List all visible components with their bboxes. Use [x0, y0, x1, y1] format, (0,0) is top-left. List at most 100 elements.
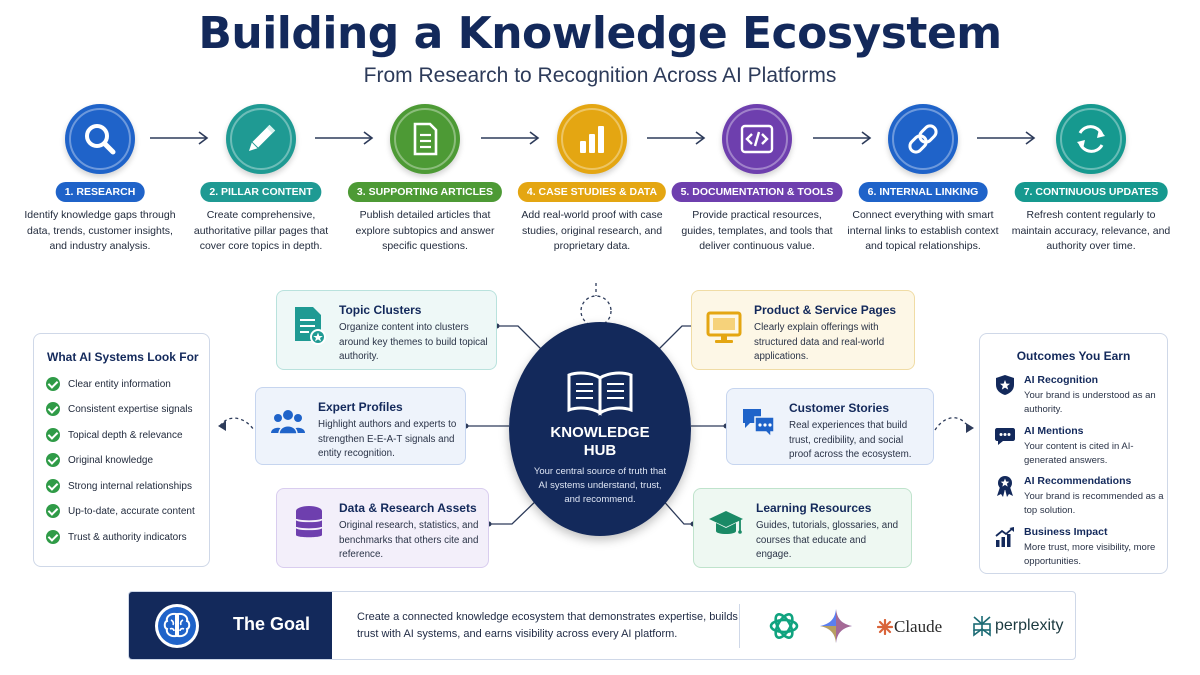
- card-topic-clusters: Topic Clusters Organize content into clu…: [276, 290, 497, 370]
- arrow-right-icon: [481, 131, 540, 145]
- step-description: Connect everything with smart internal l…: [847, 209, 999, 252]
- chat-bubbles-icon: [743, 409, 775, 439]
- outcome-title: Business Impact: [1024, 526, 1108, 538]
- outcome-description: Your content is cited in AI-generated an…: [1024, 441, 1134, 466]
- goal-text: Create a connected knowledge ecosystem t…: [357, 611, 738, 640]
- checklist-text: Trust & authority indicators: [68, 531, 187, 543]
- code-icon: [722, 104, 792, 174]
- card-title: Topic Clusters: [339, 303, 422, 317]
- outcome-title: AI Mentions: [1024, 425, 1084, 437]
- perplexity-logo-icon: [973, 616, 991, 637]
- card-title: Learning Resources: [756, 501, 872, 515]
- goal-banner: The Goal Create a connected knowledge ec…: [128, 591, 1076, 660]
- card-title: Customer Stories: [789, 401, 890, 415]
- panel-what-ai-looks-for: What AI Systems Look For Clear entity in…: [33, 333, 210, 567]
- monitor-icon: [706, 311, 742, 343]
- card-title: Expert Profiles: [318, 400, 403, 414]
- checklist-text: Clear entity information: [68, 378, 171, 390]
- outcome-description: More trust, more visibility, more opport…: [1024, 542, 1156, 567]
- card-description: Organize content into clusters around ke…: [339, 322, 488, 362]
- people-group-icon: [271, 410, 305, 435]
- check-icon: [46, 428, 60, 442]
- step-label: 4. CASE STUDIES & DATA: [517, 182, 667, 202]
- arrow-right-icon: [813, 131, 872, 145]
- checklist-item: Strong internal relationships: [46, 478, 192, 494]
- database-icon: [295, 506, 323, 538]
- card-description: Real experiences that build trust, credi…: [789, 420, 912, 460]
- page-subtitle: From Research to Recognition Across AI P…: [363, 64, 837, 87]
- checklist-text: Consistent expertise signals: [68, 403, 193, 415]
- step-description: Add real-world proof with case studies, …: [521, 209, 663, 252]
- outcome-description: Your brand is understood as an authority…: [1024, 390, 1156, 415]
- card-title: Product & Service Pages: [754, 303, 897, 317]
- checklist-item: Original knowledge: [46, 452, 153, 468]
- hub-description: Your central source of truth that AI sys…: [533, 466, 667, 505]
- open-book-icon: [567, 371, 633, 416]
- checklist-item: Up-to-date, accurate content: [46, 503, 195, 519]
- outcome-description: Your brand is recommended as a top solut…: [1024, 491, 1164, 516]
- panel-title: Outcomes You Earn: [1016, 349, 1131, 363]
- check-icon: [46, 504, 60, 518]
- step-label: 7. CONTINUOUS UPDATES: [1014, 182, 1168, 202]
- outcome-title: AI Recognition: [1024, 374, 1099, 386]
- step-label: 3. SUPPORTING ARTICLES: [347, 182, 503, 202]
- step-description: Create comprehensive, authoritative pill…: [193, 209, 329, 252]
- panel-outcomes: Outcomes You Earn AI Recognition Your br…: [979, 333, 1168, 574]
- step-label: 2. PILLAR CONTENT: [200, 182, 322, 202]
- step-description: Identify knowledge gaps through data, tr…: [24, 209, 176, 252]
- step-description: Refresh content regularly to maintain ac…: [1011, 209, 1171, 252]
- checklist-item: Topical depth & relevance: [46, 427, 183, 443]
- checklist-item: Consistent expertise signals: [46, 401, 193, 417]
- check-icon: [46, 479, 60, 493]
- chat-bubble-icon: [995, 428, 1015, 445]
- card-data-research-assets: Data & Research Assets Original research…: [276, 488, 489, 568]
- award-ribbon-icon: [997, 476, 1013, 497]
- checklist-text: Original knowledge: [68, 454, 154, 466]
- card-customer-stories: Customer Stories Real experiences that b…: [726, 388, 934, 465]
- document-icon: [390, 104, 460, 174]
- panel-title: What AI Systems Look For: [47, 350, 199, 364]
- gemini-logo-icon: [820, 609, 852, 643]
- perplexity-wordmark: perplexity: [995, 617, 1064, 634]
- openai-logo-icon: [769, 613, 799, 639]
- check-icon: [46, 402, 60, 416]
- page-title: Building a Knowledge Ecosystem: [198, 8, 1002, 59]
- card-expert-profiles: Expert Profiles Highlight authors and ex…: [255, 387, 466, 465]
- brain-icon: [155, 604, 199, 648]
- card-description: Original research, statistics, and bench…: [339, 520, 479, 560]
- check-icon: [46, 453, 60, 467]
- goal-title: The Goal: [233, 614, 311, 634]
- claude-wordmark: Claude: [894, 617, 943, 636]
- claude-logo-icon: [877, 619, 893, 635]
- checklist-item: Clear entity information: [46, 376, 171, 392]
- goal-label-block: The Goal: [129, 592, 332, 659]
- checklist-text: Topical depth & relevance: [68, 429, 183, 441]
- checklist-item: Trust & authority indicators: [46, 529, 187, 545]
- hub-title: KNOWLEDGE HUB: [550, 424, 650, 459]
- step-description: Provide practical resources, guides, tem…: [681, 209, 833, 252]
- pencil-icon: [226, 104, 296, 174]
- arrow-right-icon: [150, 131, 209, 145]
- outcome-title: AI Recommendations: [1024, 475, 1132, 487]
- document-badge-icon: [295, 307, 326, 345]
- card-product-service-pages: Product & Service Pages Clearly explain …: [691, 290, 915, 370]
- refresh-icon: [1056, 104, 1126, 174]
- card-description: Guides, tutorials, glossaries, and cours…: [756, 520, 899, 560]
- check-icon: [46, 530, 60, 544]
- card-description: Highlight authors and experts to strengt…: [318, 419, 457, 459]
- knowledge-hub: KNOWLEDGE HUB Your central source of tru…: [509, 322, 691, 536]
- step-label: 1. RESEARCH: [55, 182, 145, 202]
- step-label: 5. DOCUMENTATION & TOOLS: [671, 182, 843, 202]
- arrow-right-icon: [977, 131, 1036, 145]
- graduation-cap-icon: [709, 511, 743, 534]
- step-description: Publish detailed articles that explore s…: [355, 209, 495, 252]
- divider: [739, 604, 740, 648]
- shield-star-icon: [996, 375, 1014, 395]
- card-learning-resources: Learning Resources Guides, tutorials, gl…: [693, 488, 912, 568]
- checklist-text: Up-to-date, accurate content: [68, 505, 195, 517]
- link-icon: [888, 104, 958, 174]
- magnifier-icon: [65, 104, 135, 174]
- step-label: 6. INTERNAL LINKING: [858, 182, 988, 202]
- arrow-right-icon: [315, 131, 374, 145]
- card-title: Data & Research Assets: [339, 501, 477, 515]
